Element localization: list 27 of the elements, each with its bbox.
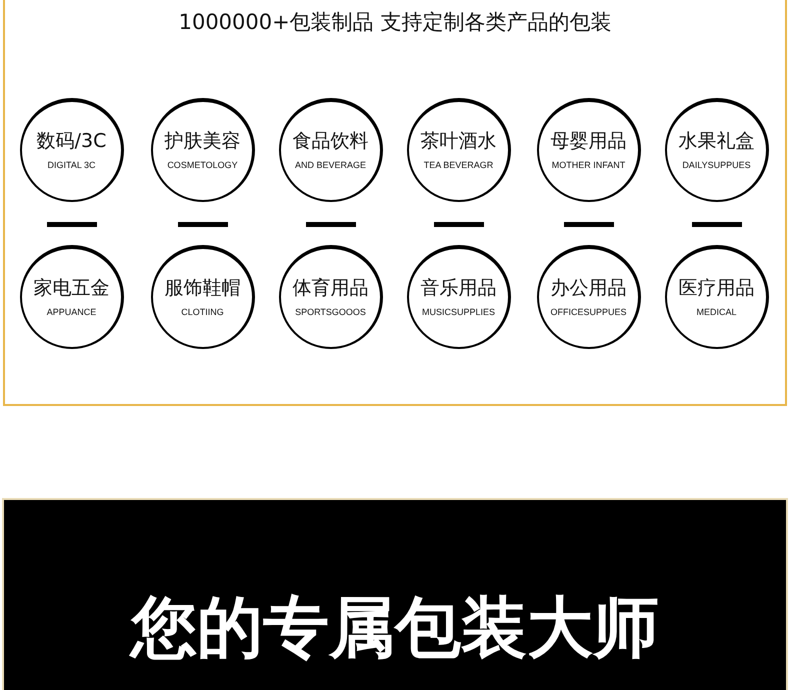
category-subtitle: DAILYSUPPUES <box>682 160 751 170</box>
category-name: 音乐用品 <box>420 276 496 301</box>
category-subtitle: APPUANCE <box>46 307 96 317</box>
category-subtitle: CLOTIING <box>181 307 224 317</box>
category-name: 食品饮料 <box>292 129 368 154</box>
category-name: 水果礼盒 <box>678 129 754 154</box>
category-name: 茶叶酒水 <box>420 129 496 154</box>
category-name: 医疗用品 <box>678 276 754 301</box>
band-title: 您的专属包装大师 <box>131 588 659 668</box>
category-name: 家电五金 <box>34 276 110 301</box>
title-band <box>2 498 788 690</box>
category-subtitle: MOTHER INFANT <box>552 160 626 170</box>
category-name: 体育用品 <box>292 276 368 301</box>
category-subtitle: AND BEVERAGE <box>294 160 366 170</box>
category-subtitle: MUSICSUPPLIES <box>422 307 496 317</box>
category-name: 服饰鞋帽 <box>164 276 240 301</box>
category-name: 数码/3C <box>36 129 106 154</box>
heading-text: 1000000+包装制品 支持定制各类产品的包装 <box>178 10 612 34</box>
category-subtitle: COSMETOLOGY <box>167 160 238 170</box>
category-subtitle: SPORTSGOOOS <box>295 307 366 317</box>
category-name: 护肤美容 <box>164 129 240 154</box>
category-subtitle: TEA BEVERAGR <box>424 160 494 170</box>
category-subtitle: DIGITAL 3C <box>47 160 96 170</box>
category-name: 母婴用品 <box>550 129 626 154</box>
category-name: 办公用品 <box>550 276 626 301</box>
category-subtitle: MEDICAL <box>696 307 736 317</box>
category-subtitle: OFFICESUPPUES <box>550 307 626 317</box>
